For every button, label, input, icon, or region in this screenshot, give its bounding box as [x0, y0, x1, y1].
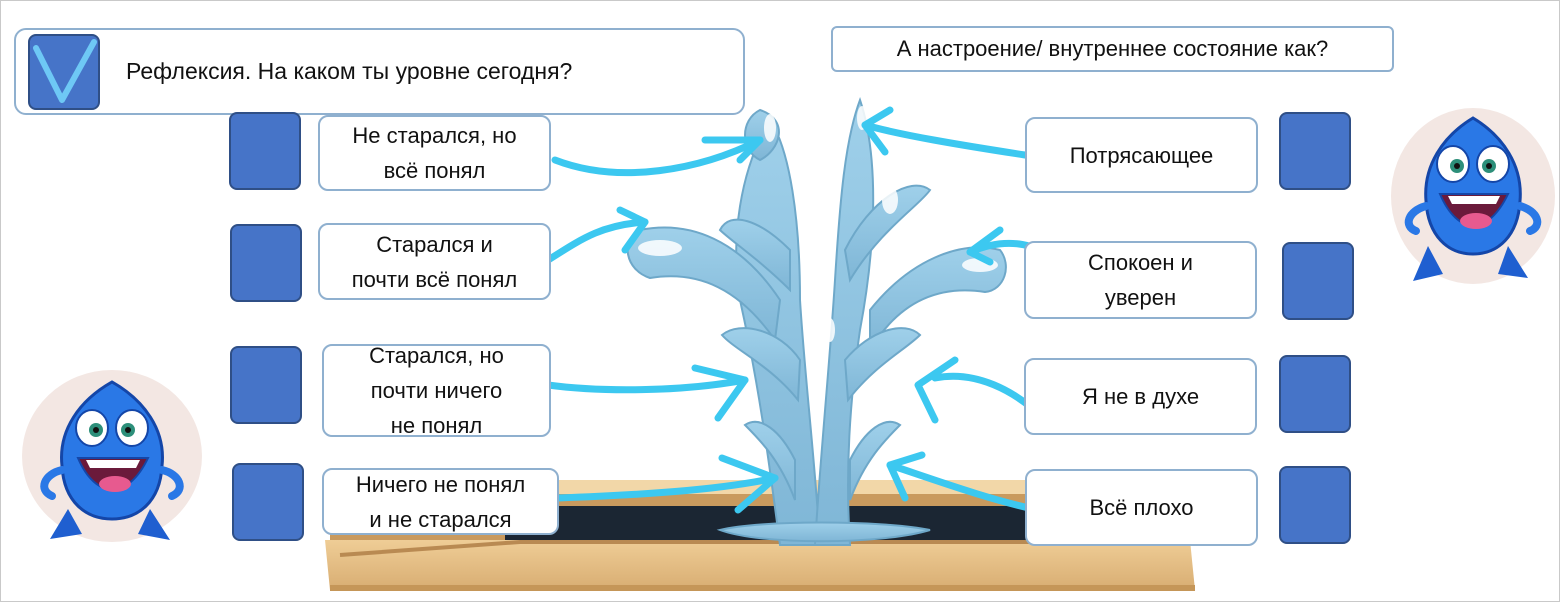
level-line: Ничего не понял — [355, 471, 526, 497]
mood-square-3[interactable] — [1279, 355, 1351, 433]
check-v-icon — [33, 39, 97, 103]
mood-box-3[interactable]: Я не в духе — [1024, 358, 1257, 435]
level-box-2[interactable]: Старался и почти всё понял — [318, 223, 551, 300]
level-line: всё понял — [383, 158, 486, 183]
mood-title: А настроение/ внутреннее состояние как? — [831, 26, 1394, 72]
level-line: почти ничего — [370, 378, 503, 403]
level-box-3[interactable]: Старался, но почти ничего не понял — [322, 343, 551, 438]
title-box: Рефлексия. На каком ты уровне сегодня? — [14, 28, 745, 115]
level-line: Старался и — [376, 231, 493, 257]
level-square-2[interactable] — [230, 224, 302, 302]
level-line: Старался, но — [369, 343, 504, 368]
level-line: и не старался — [369, 506, 512, 532]
mood-square-1[interactable] — [1279, 112, 1351, 190]
mascot-drop-left — [22, 370, 202, 542]
check-tile — [28, 34, 100, 110]
mood-line: Спокоен и — [1088, 250, 1193, 275]
level-square-4[interactable] — [232, 463, 304, 541]
mood-box-4[interactable]: Всё плохо — [1025, 469, 1258, 546]
level-square-3[interactable] — [230, 346, 302, 424]
level-line: Не старался, но — [352, 123, 517, 148]
level-box-4[interactable]: Ничего не понял и не старался — [322, 468, 559, 535]
level-line: почти всё понял — [351, 266, 518, 292]
mood-square-4[interactable] — [1279, 466, 1351, 544]
mood-box-1[interactable]: Потрясающее — [1025, 117, 1258, 193]
arrows — [541, 106, 1066, 514]
mood-line: Всё плохо — [1089, 495, 1194, 520]
level-box-1[interactable]: Не старался, но всё понял — [318, 115, 551, 191]
mood-line: Потрясающее — [1069, 142, 1214, 168]
page-title: Рефлексия. На каком ты уровне сегодня? — [126, 58, 573, 84]
level-square-1[interactable] — [229, 112, 301, 190]
mood-box-2[interactable]: Спокоен и уверен — [1024, 241, 1257, 319]
mood-line: Я не в духе — [1081, 384, 1200, 409]
mood-line: уверен — [1104, 285, 1177, 310]
level-line: не понял — [390, 413, 483, 438]
mood-square-2[interactable] — [1282, 242, 1354, 320]
mascot-drop-right — [1391, 108, 1555, 284]
